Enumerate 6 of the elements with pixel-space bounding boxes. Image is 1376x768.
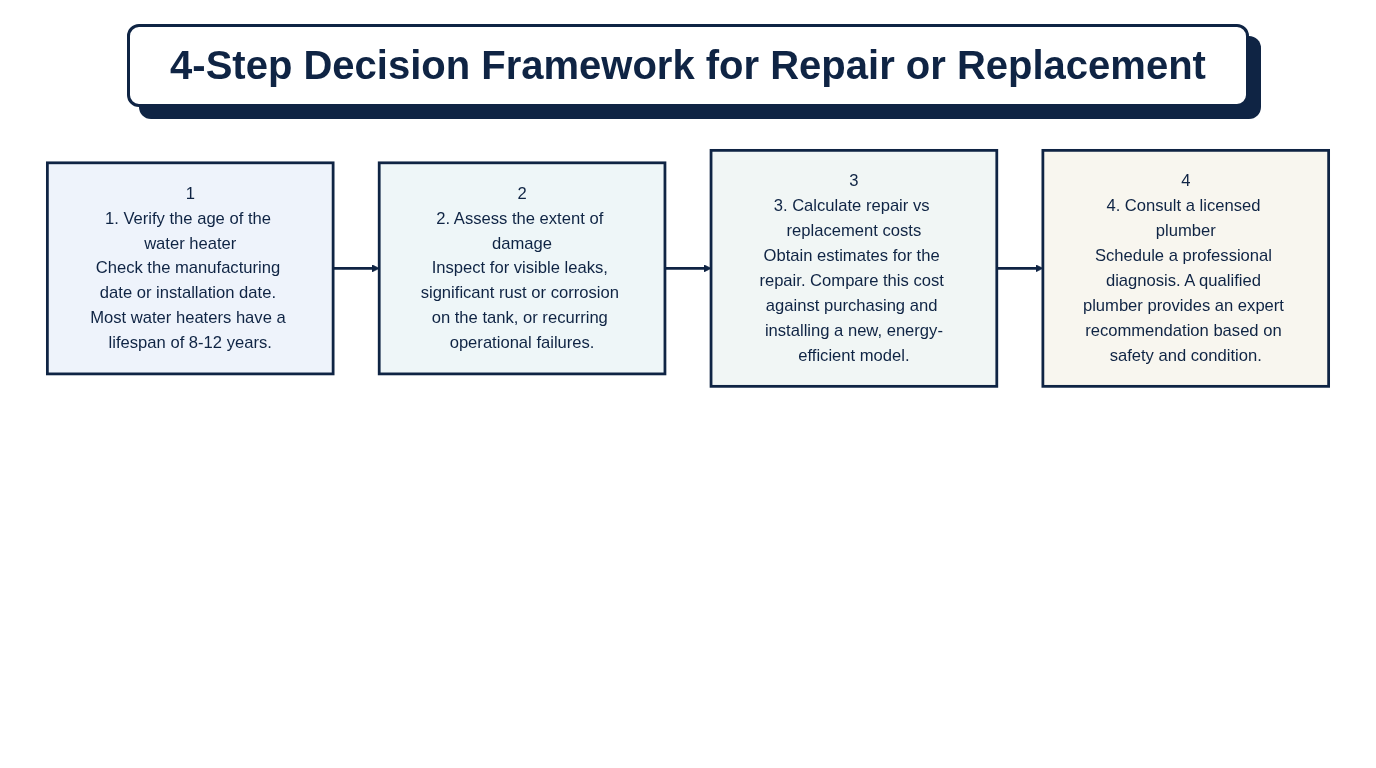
node-box: 2 2. Assess the extent of damage Inspect for visible leaks, significant rust or corrosion on the tank, or recurring operational failures. <box>377 161 667 376</box>
arrow <box>333 264 380 273</box>
arrow <box>664 264 712 273</box>
node-box: 4 4. Consult a licensed plumber Schedule a professional diagnosis. A qualified plumber provides an expert recommendation based on safety and condition. <box>1041 149 1330 388</box>
node-box: 1 1. Verify the age of the water heater Check the manufacturing date or installation date. Most water heaters have a lifespan of 8-12 years. <box>46 161 335 376</box>
node-box: 3 3. Calculate repair vs replacement costs Obtain estimates for the repair. Compare this cost against purchasing and installing a new, energy-efficient model. <box>709 149 999 388</box>
